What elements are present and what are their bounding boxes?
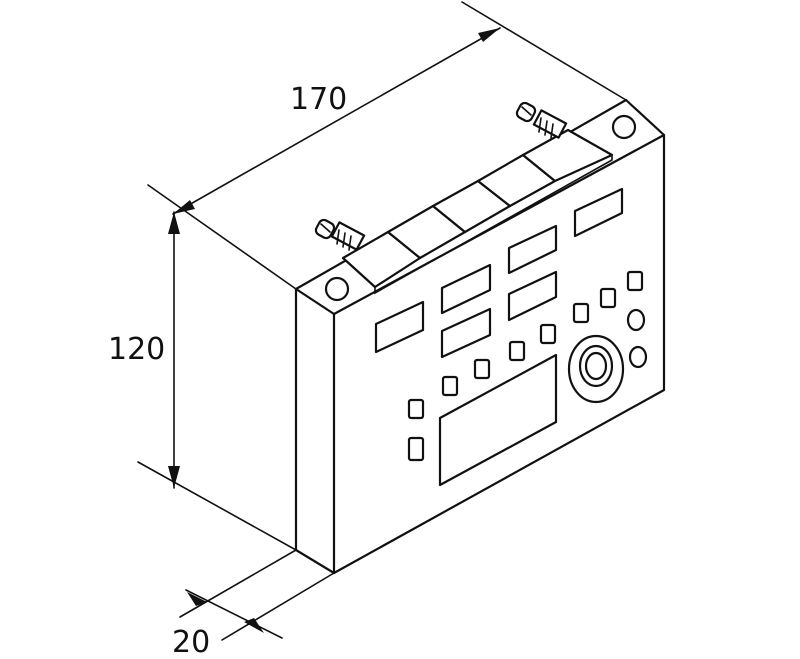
display-window-1: [374, 300, 425, 354]
mounting-hole-right: [611, 114, 637, 140]
display-window-4: [507, 224, 558, 275]
display-window-2: [440, 263, 492, 315]
connector-right-nut: [515, 101, 537, 123]
front-panel: [374, 187, 648, 487]
width-extension-left: [147, 184, 297, 290]
depth-arrow-right: [244, 618, 264, 633]
connector-left: [314, 218, 366, 251]
display-window-6: [573, 187, 624, 238]
width-dimension-line: [172, 27, 501, 215]
rotary-dial-knob: [584, 351, 608, 381]
main-screen: [438, 353, 558, 487]
round-button-top: [626, 308, 646, 332]
display-window-5: [507, 270, 558, 322]
round-button-bottom: [628, 345, 648, 369]
width-arrow-left: [173, 200, 195, 214]
display-window-3: [440, 307, 492, 359]
terminal-strip: [341, 128, 614, 295]
connector-right-body: [532, 109, 568, 139]
connector-left-body: [330, 221, 366, 251]
height-extension-bottom: [137, 461, 297, 551]
button-1: [407, 398, 425, 420]
height-arrow-top: [168, 212, 180, 234]
width-arrow-right: [478, 28, 500, 42]
button-9: [626, 270, 644, 292]
depth-arrow-left: [187, 592, 207, 606]
dimension-height: 120: [108, 211, 297, 551]
height-arrow-bottom: [168, 466, 180, 488]
button-2: [407, 436, 425, 462]
button-7: [572, 302, 590, 324]
depth-extension-left: [179, 549, 297, 618]
button-3: [441, 375, 459, 397]
button-8: [599, 287, 617, 309]
terminal-strip-front: [374, 154, 613, 295]
depth-dimension-line: [185, 589, 283, 639]
width-extension-right: [461, 1, 627, 101]
height-label: 120: [108, 332, 165, 367]
button-6: [539, 323, 557, 345]
mounting-hole-left: [324, 276, 350, 302]
width-label: 170: [290, 82, 347, 117]
button-4: [473, 358, 491, 380]
dimension-width: 170: [147, 1, 627, 290]
depth-label: 20: [172, 625, 210, 659]
depth-extension-right: [221, 572, 335, 641]
button-5: [508, 340, 526, 362]
dimension-depth: 20: [172, 549, 335, 659]
connector-right: [515, 101, 568, 139]
